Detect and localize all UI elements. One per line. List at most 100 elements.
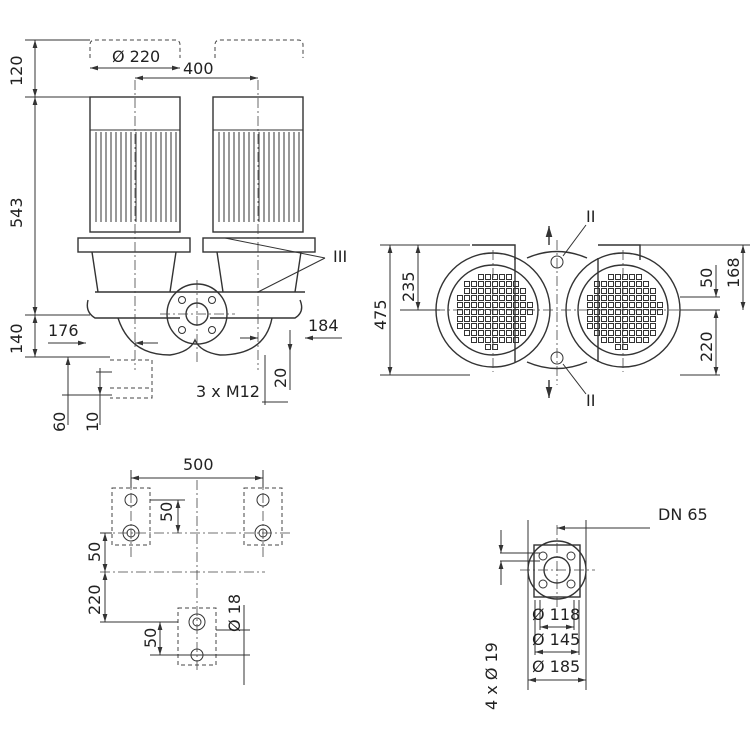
grill-slot — [471, 281, 477, 287]
dim-10: 10 — [83, 412, 102, 432]
grill-slot — [457, 316, 463, 322]
grill-slot — [594, 295, 600, 301]
grill-slot — [513, 316, 519, 322]
grill-slot — [513, 337, 519, 343]
grill-slot — [478, 323, 484, 329]
grill-slot — [506, 288, 512, 294]
grill-slot — [506, 302, 512, 308]
grill-slot — [629, 274, 635, 280]
grill-slot — [485, 295, 491, 301]
grill-slot — [499, 323, 505, 329]
grill-slot — [464, 323, 470, 329]
grill-slot — [471, 288, 477, 294]
dim-height-motor: 543 — [7, 197, 26, 228]
grill-slot — [594, 302, 600, 308]
dim-50-b: 50 — [85, 542, 104, 562]
grill-slot — [464, 309, 470, 315]
grill-slot — [506, 309, 512, 315]
dim-220: 220 — [85, 584, 104, 615]
grill-slot — [485, 337, 491, 343]
grill-slot — [506, 330, 512, 336]
grill-slot — [471, 330, 477, 336]
grill-slot — [587, 302, 593, 308]
grill-slot — [506, 274, 512, 280]
grill-slot — [471, 309, 477, 315]
grill-slot — [594, 288, 600, 294]
grill-slot — [629, 302, 635, 308]
grill-slot — [622, 316, 628, 322]
grill-slot — [608, 302, 614, 308]
grill-slot — [601, 302, 607, 308]
grill-slot — [608, 274, 614, 280]
grill-slot — [471, 337, 477, 343]
grill-slot — [629, 330, 635, 336]
dim-475: 475 — [371, 299, 390, 330]
grill-slot — [464, 316, 470, 322]
grill-slot — [650, 330, 656, 336]
grill-slot — [636, 330, 642, 336]
dim-20: 20 — [271, 368, 290, 388]
grill-slot — [492, 274, 498, 280]
dim-60: 60 — [50, 412, 69, 432]
grill-slot — [615, 316, 621, 322]
grill-slot — [513, 295, 519, 301]
grill-slot — [492, 316, 498, 322]
grill-slot — [520, 316, 526, 322]
grill-slot — [464, 281, 470, 287]
grill-slot — [608, 309, 614, 315]
grill-slot — [485, 302, 491, 308]
grill-slot — [478, 281, 484, 287]
grill-slot — [650, 323, 656, 329]
grill-slot — [492, 323, 498, 329]
dim-220: 220 — [697, 331, 716, 362]
grill-slot — [601, 281, 607, 287]
grill-slot — [520, 295, 526, 301]
grill-slot — [636, 281, 642, 287]
grill-slot — [643, 323, 649, 329]
grill-slot — [520, 302, 526, 308]
front-view: Ø 220 400 120 543 140 176 184 III 3 x M1… — [7, 39, 347, 432]
footprint-view: 500 50 50 220 50 Ø 18 — [85, 455, 290, 685]
grill-slot — [615, 281, 621, 287]
grill-slot — [520, 309, 526, 315]
grill-slot — [650, 316, 656, 322]
grill-slot — [478, 274, 484, 280]
grill-slot — [587, 295, 593, 301]
grill-slot — [650, 309, 656, 315]
label-iii: III — [333, 247, 347, 266]
grill-slot — [615, 302, 621, 308]
grill-slot — [594, 323, 600, 329]
flange-view: DN 65 Ø 118 Ø 145 Ø 185 4 x Ø 19 — [482, 505, 708, 710]
grill-slot — [587, 309, 593, 315]
dim-50-c: 50 — [141, 628, 160, 648]
grill-slot — [636, 295, 642, 301]
grill-slot — [499, 337, 505, 343]
grill-slot — [478, 337, 484, 343]
grill-slot — [513, 288, 519, 294]
grill-slot — [492, 281, 498, 287]
grill-slot — [601, 330, 607, 336]
grill-slot — [629, 281, 635, 287]
grill-slot — [594, 330, 600, 336]
grill-slot — [499, 302, 505, 308]
grill-slot — [485, 330, 491, 336]
grill-slot — [478, 302, 484, 308]
grill-slot — [636, 302, 642, 308]
grill-slot — [629, 337, 635, 343]
grill-slot — [464, 330, 470, 336]
grill-slot — [601, 316, 607, 322]
grill-slot — [471, 323, 477, 329]
label-ii-top: II — [586, 207, 595, 226]
grill-slot — [485, 281, 491, 287]
grill-slot — [622, 295, 628, 301]
grill-slot — [485, 344, 491, 350]
grill-slot — [622, 330, 628, 336]
grill-slot — [608, 337, 614, 343]
grill-slot — [492, 344, 498, 350]
grill-slot — [499, 274, 505, 280]
grill-slot — [608, 281, 614, 287]
grill-slot — [506, 281, 512, 287]
grill-slot — [464, 302, 470, 308]
grill-slot — [636, 274, 642, 280]
grill-slot — [485, 288, 491, 294]
